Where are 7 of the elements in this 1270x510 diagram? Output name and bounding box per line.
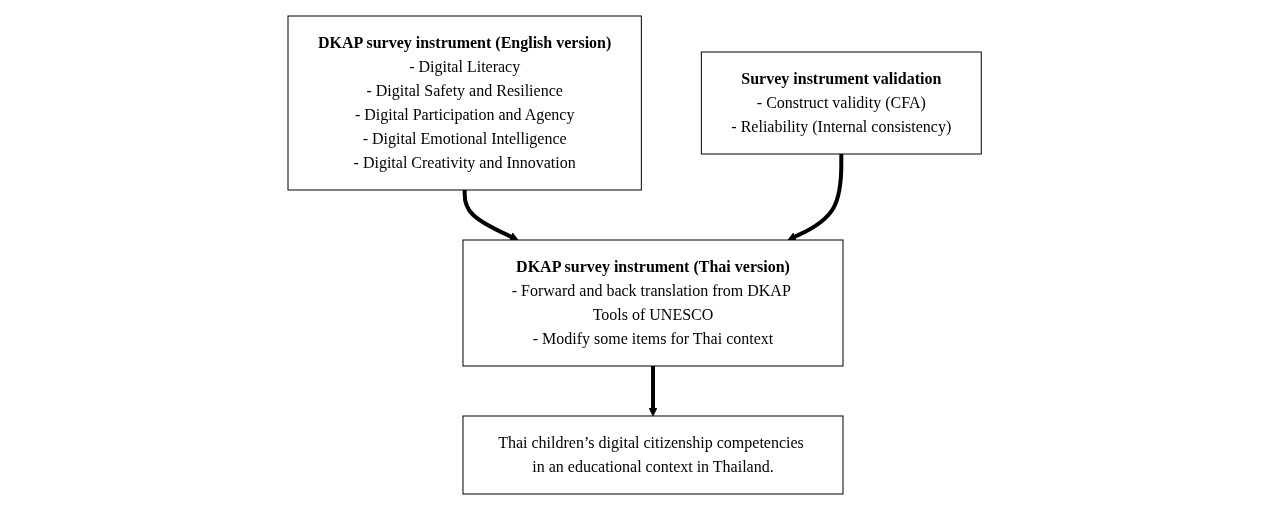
node-box: DKAP survey instrument (Thai version) - Forward and back translation from DKAP Tools of UNESCO - Modify some items for Thai context <box>462 239 844 367</box>
arrow <box>648 366 658 417</box>
node-box: Survey instrument validation - Construct validity (CFA) - Reliability (Internal consistency) <box>701 51 983 155</box>
arrow <box>463 190 519 241</box>
arrow <box>787 154 844 241</box>
node-box: Thai children’s digital citizenship competencies in an educational context in Thailand. <box>462 415 844 495</box>
node-box: DKAP survey instrument (English version) - Digital Literacy - Digital Safety and Resilience - Digital Participation and Agency - Digital Emotional Intelligence - Digital Creativity and Innovation <box>287 15 643 191</box>
